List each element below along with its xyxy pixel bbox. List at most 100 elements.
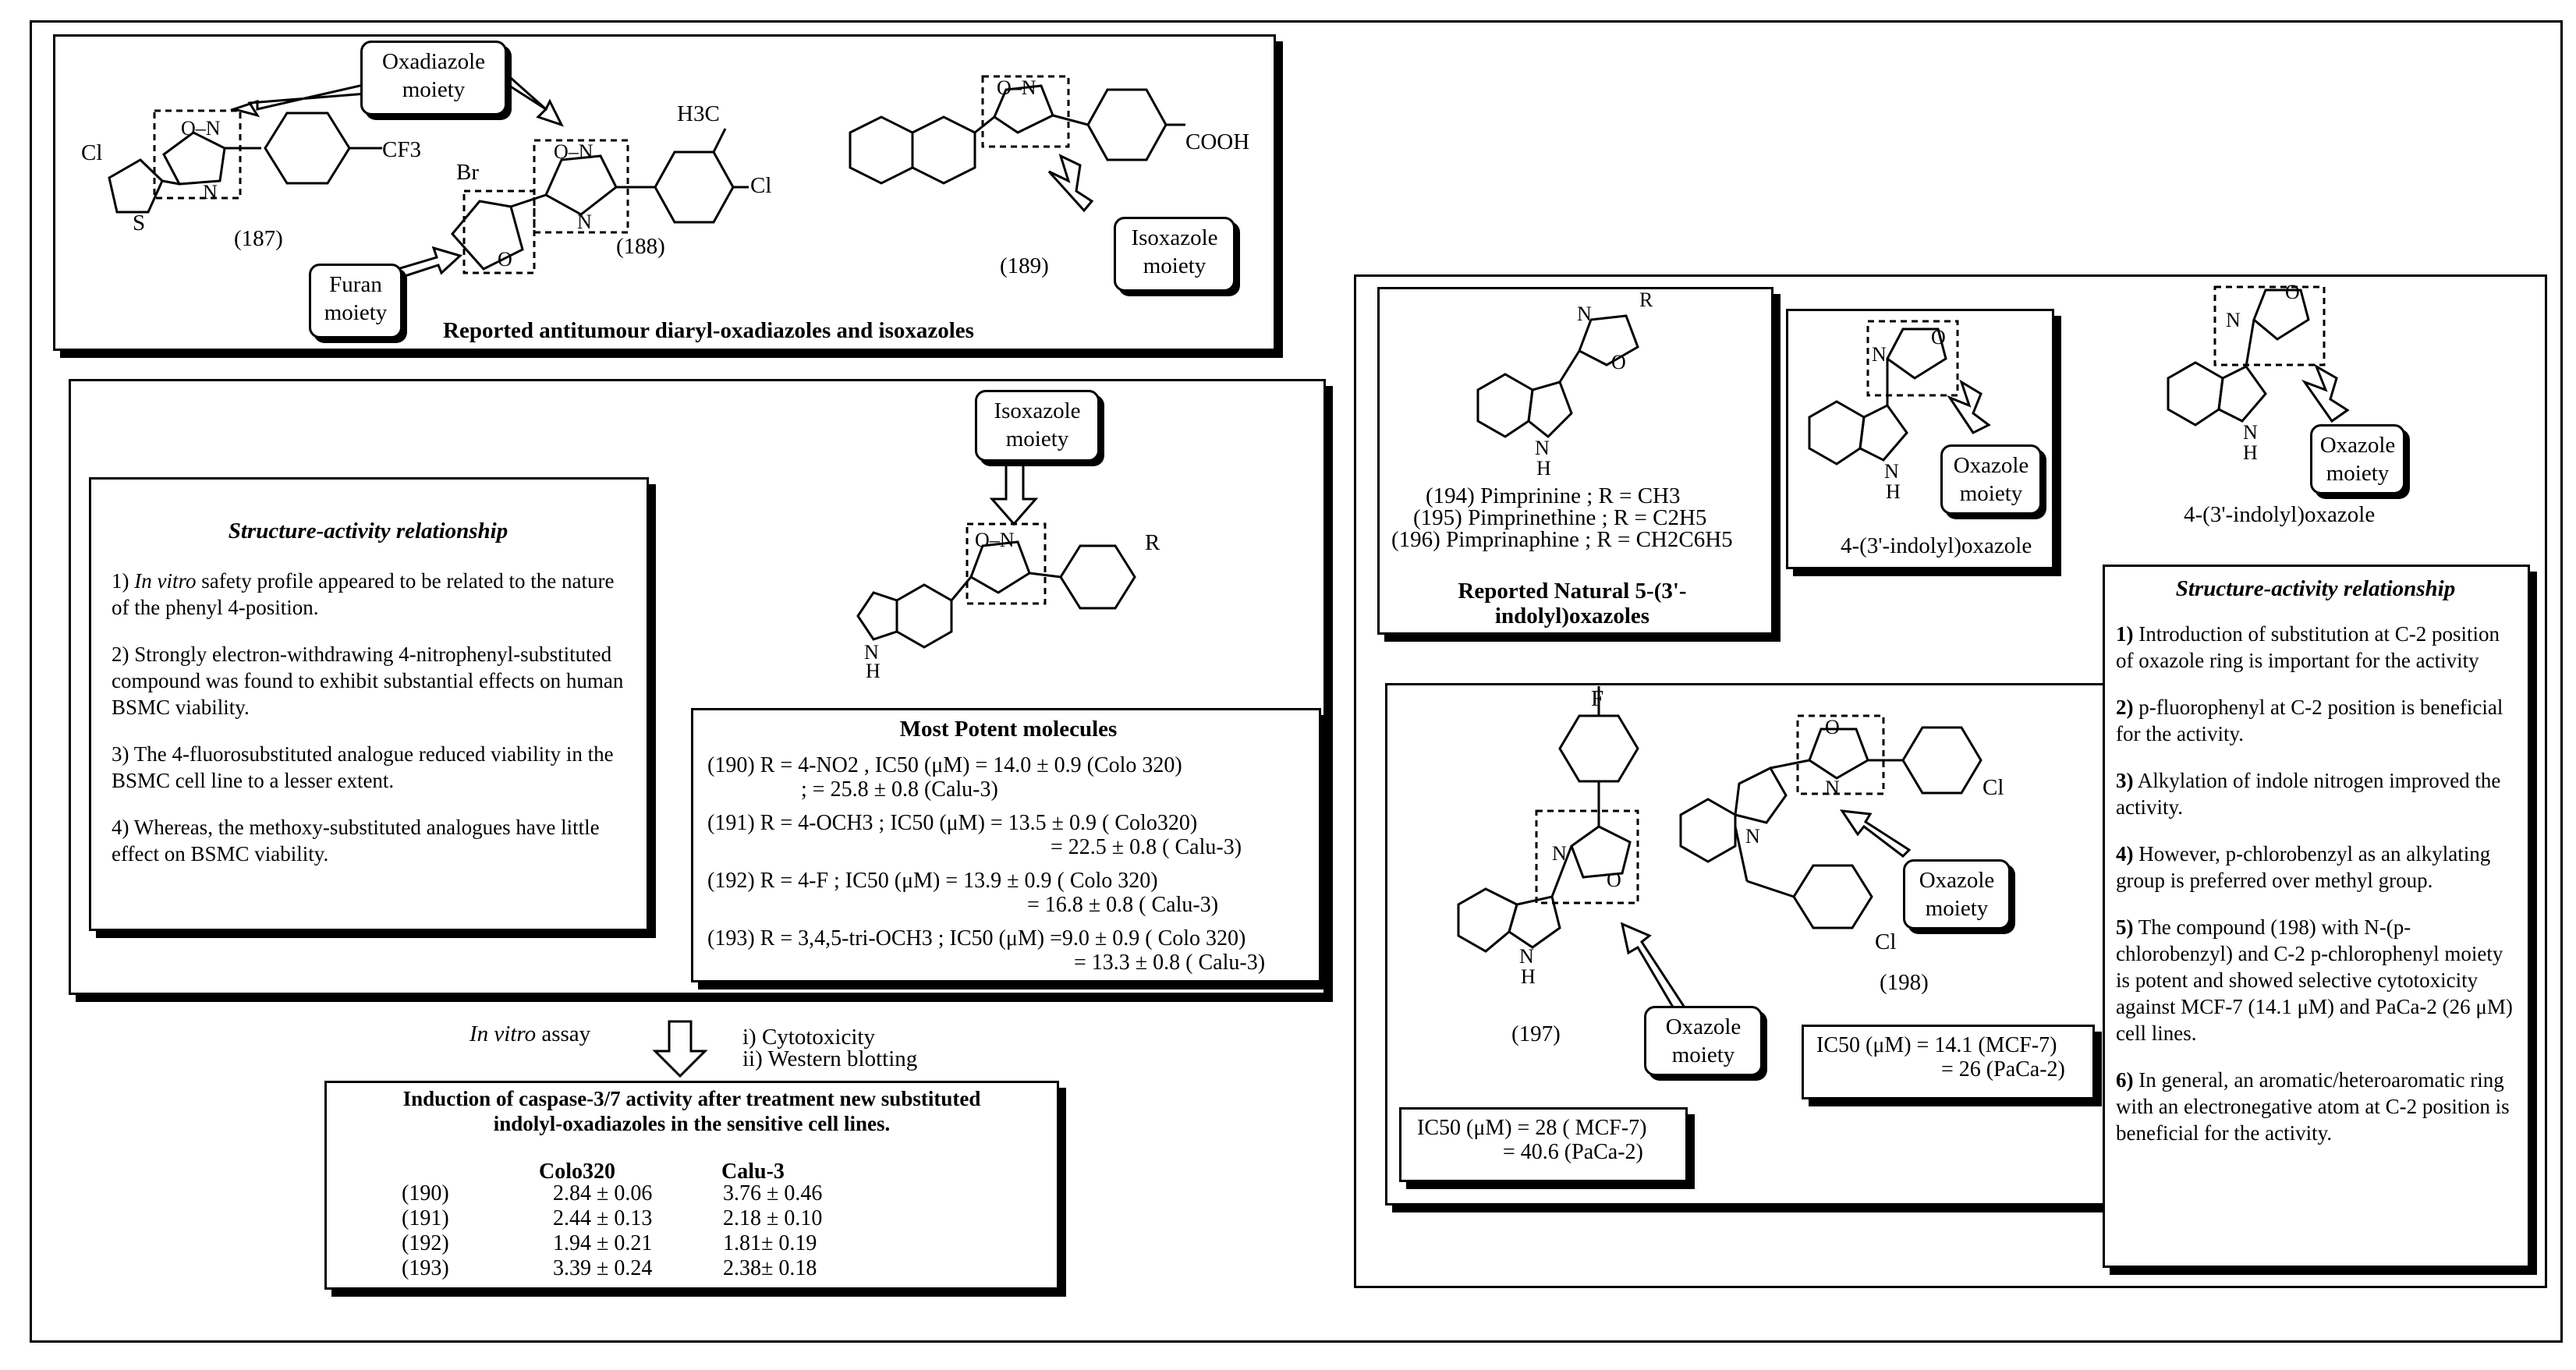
atom-h-oxz1: H	[1886, 480, 1901, 503]
compound-187-label: (187)	[234, 226, 283, 251]
potent-molecules-box: Most Potent molecules (190) R = 4-NO2 , …	[691, 708, 1321, 982]
caspase-row-id: (192)	[402, 1231, 449, 1255]
isoxazole-moiety-tag-top: Isoxazole moiety	[1114, 217, 1235, 292]
ic50-198-line2: = 26 (PaCa-2)	[1941, 1057, 2065, 1081]
oxadiazole-ring-187	[162, 131, 226, 186]
assay-item-western: ii) Western blotting	[742, 1046, 918, 1071]
compound-189-label: (189)	[1000, 253, 1049, 278]
oxazole-ring-natural	[1578, 314, 1639, 366]
sar-left-point-3: 3) The 4-fluorosubstituted analogue redu…	[112, 742, 614, 792]
sar-left-point-2: 2) Strongly electron-withdrawing 4-nitro…	[112, 643, 624, 719]
indolyl-oxazole-caption-1: 4-(3'-indolyl)oxazole	[1841, 533, 2032, 558]
ic50-197-line1: IC50 (μM) = 28 ( MCF-7)	[1417, 1116, 1647, 1140]
sar-right-point-6: 6) In general, an aromatic/heteroaromati…	[2116, 1068, 2510, 1145]
ic50-197-line2: = 40.6 (PaCa-2)	[1503, 1140, 1643, 1164]
oxazole-moiety-tag-1: Oxazole moiety	[1940, 444, 2042, 515]
atom-o-oxz1: O	[1931, 326, 1946, 349]
atom-cf3: CF3	[382, 137, 421, 162]
atom-cl-188: Cl	[750, 173, 772, 198]
natural-line-195: (195) Pimprinethine ; R = C2H5	[1413, 505, 1707, 530]
caspase-title: Induction of caspase-3/7 activity after …	[402, 1087, 981, 1135]
potent-row: (192) R = 4-F ; IC50 (μM) = 13.9 ± 0.9 (…	[707, 869, 1158, 893]
caspase-header-calu: Calu-3	[721, 1159, 785, 1184]
caspase-header-colo: Colo320	[539, 1159, 615, 1184]
benzene-ring-natural	[1476, 373, 1534, 438]
atom-o-n-188: O–N	[554, 140, 594, 163]
caspase-row-calu: 1.81± 0.19	[723, 1231, 817, 1255]
isoxazole-ring-189	[993, 84, 1054, 134]
oxadiazole-ring-188	[544, 154, 618, 216]
sar-right-point-2: 2) p-fluorophenyl at C-2 position is ben…	[2116, 696, 2503, 745]
pyrrole-ring-2	[2217, 365, 2267, 423]
potent-row: (193) R = 3,4,5-tri-OCH3 ; IC50 (μM) =9.…	[707, 926, 1246, 951]
atom-n2-198: N	[1825, 777, 1840, 799]
potent-row: ; = 25.8 ± 0.8 (Calu-3)	[801, 777, 998, 802]
arrow-oxazole-2	[2301, 363, 2350, 423]
pyrrole-ring-1	[1858, 404, 1908, 462]
natural-caption: Reported Natural 5-(3'-indolyl)oxazoles	[1458, 579, 1687, 628]
natural-line-194: (194) Pimprinine ; R = CH3	[1426, 483, 1681, 508]
atom-o-n-mid: O–N	[975, 529, 1015, 551]
sar-left-point-1: 1) In vitro safety profile appeared to b…	[112, 569, 615, 619]
atom-nh-natural: N	[1535, 437, 1550, 459]
assay-item-cytotoxicity: i) Cytotoxicity	[742, 1025, 875, 1050]
atom-o-furan: O	[498, 248, 512, 271]
caspase-row-id: (190)	[402, 1181, 449, 1205]
phenyl-ring-mid	[1059, 544, 1136, 610]
thiophene-ring	[108, 158, 164, 214]
atom-o-natural: O	[1611, 351, 1626, 373]
sar-right-point-5: 5) The compound (198) with N-(p-chlorobe…	[2116, 915, 2513, 1045]
oxazole-ring-1	[1886, 327, 1947, 380]
atom-h-indole-mid: H	[866, 660, 881, 682]
atom-n-188: N	[577, 211, 592, 233]
atom-n-197: N	[1552, 842, 1567, 865]
top-caption: Reported antitumour diaryl-oxadiazoles a…	[443, 318, 974, 343]
atom-cl-198: Cl	[1982, 775, 2004, 800]
furan-ring	[451, 200, 524, 271]
caspase-row-calu: 3.76 ± 0.46	[723, 1181, 823, 1205]
atom-o-198: O	[1825, 716, 1840, 738]
atom-n-187: N	[203, 181, 218, 204]
indolyl-oxazole-caption-2: 4-(3'-indolyl)oxazole	[2184, 502, 2376, 527]
atom-f-197: F	[1591, 686, 1604, 711]
atom-o-oxz2: O	[2285, 281, 2300, 303]
oxazole-moiety-tag-198: Oxazole moiety	[1903, 859, 2011, 929]
benzene-ring-2	[2167, 361, 2224, 427]
outer-frame	[30, 20, 2563, 1343]
caspase-row-colo: 2.84 ± 0.06	[553, 1181, 653, 1205]
oxadiazole-moiety-tag: Oxadiazole moiety	[360, 41, 507, 115]
caspase-row-calu: 2.18 ± 0.10	[723, 1206, 823, 1230]
caspase-row-calu: 2.38± 0.18	[723, 1256, 817, 1280]
indolyl-oxazole-box-1	[1786, 309, 2054, 569]
isoxazole-moiety-tag-mid: Isoxazole moiety	[975, 390, 1100, 462]
furan-moiety-tag: Furan moiety	[309, 264, 402, 338]
atom-cl2-198: Cl	[1875, 929, 1897, 954]
sar-right-box: Structure-activity relationship 1) Intro…	[2103, 565, 2530, 1268]
potent-row: = 13.3 ± 0.8 ( Calu-3)	[1074, 951, 1266, 975]
atom-h-197: H	[1521, 965, 1536, 988]
atom-r-mid: R	[1145, 530, 1160, 555]
atom-h-natural: H	[1536, 457, 1551, 480]
arrow-oxadiazole-187	[229, 83, 368, 118]
caspase-row-colo: 3.39 ± 0.24	[553, 1256, 653, 1280]
potent-row: (191) R = 4-OCH3 ; IC50 (μM) = 13.5 ± 0.…	[707, 811, 1198, 835]
caspase-row-colo: 2.44 ± 0.13	[553, 1206, 653, 1230]
arrow-oxadiazole-188	[505, 76, 564, 127]
arrow-isoxazole-mid	[989, 458, 1039, 526]
atom-o-n-187: O–N	[181, 117, 221, 140]
atom-n-natural: N	[1577, 303, 1592, 325]
atom-cl-187: Cl	[81, 140, 103, 165]
assay-arrow	[652, 1020, 708, 1078]
sar-right-point-3: 3) Alkylation of indole nitrogen improve…	[2116, 769, 2501, 819]
arrow-oxazole-1	[1947, 379, 1991, 434]
benzene-ring-1	[1808, 400, 1866, 466]
caspase-row-id: (191)	[402, 1206, 449, 1230]
atom-o-n-189: O–N	[997, 76, 1036, 99]
atom-s-187: S	[133, 211, 146, 235]
atom-cooh: COOH	[1185, 129, 1250, 154]
assay-label: In vitro assay	[469, 1021, 591, 1046]
sar-left-point-4: 4) Whereas, the methoxy-substituted anal…	[112, 816, 600, 866]
natural-oxazoles-box	[1377, 287, 1773, 635]
compound-188-label: (188)	[616, 234, 665, 259]
pyrrole-ring-natural	[1527, 381, 1573, 439]
